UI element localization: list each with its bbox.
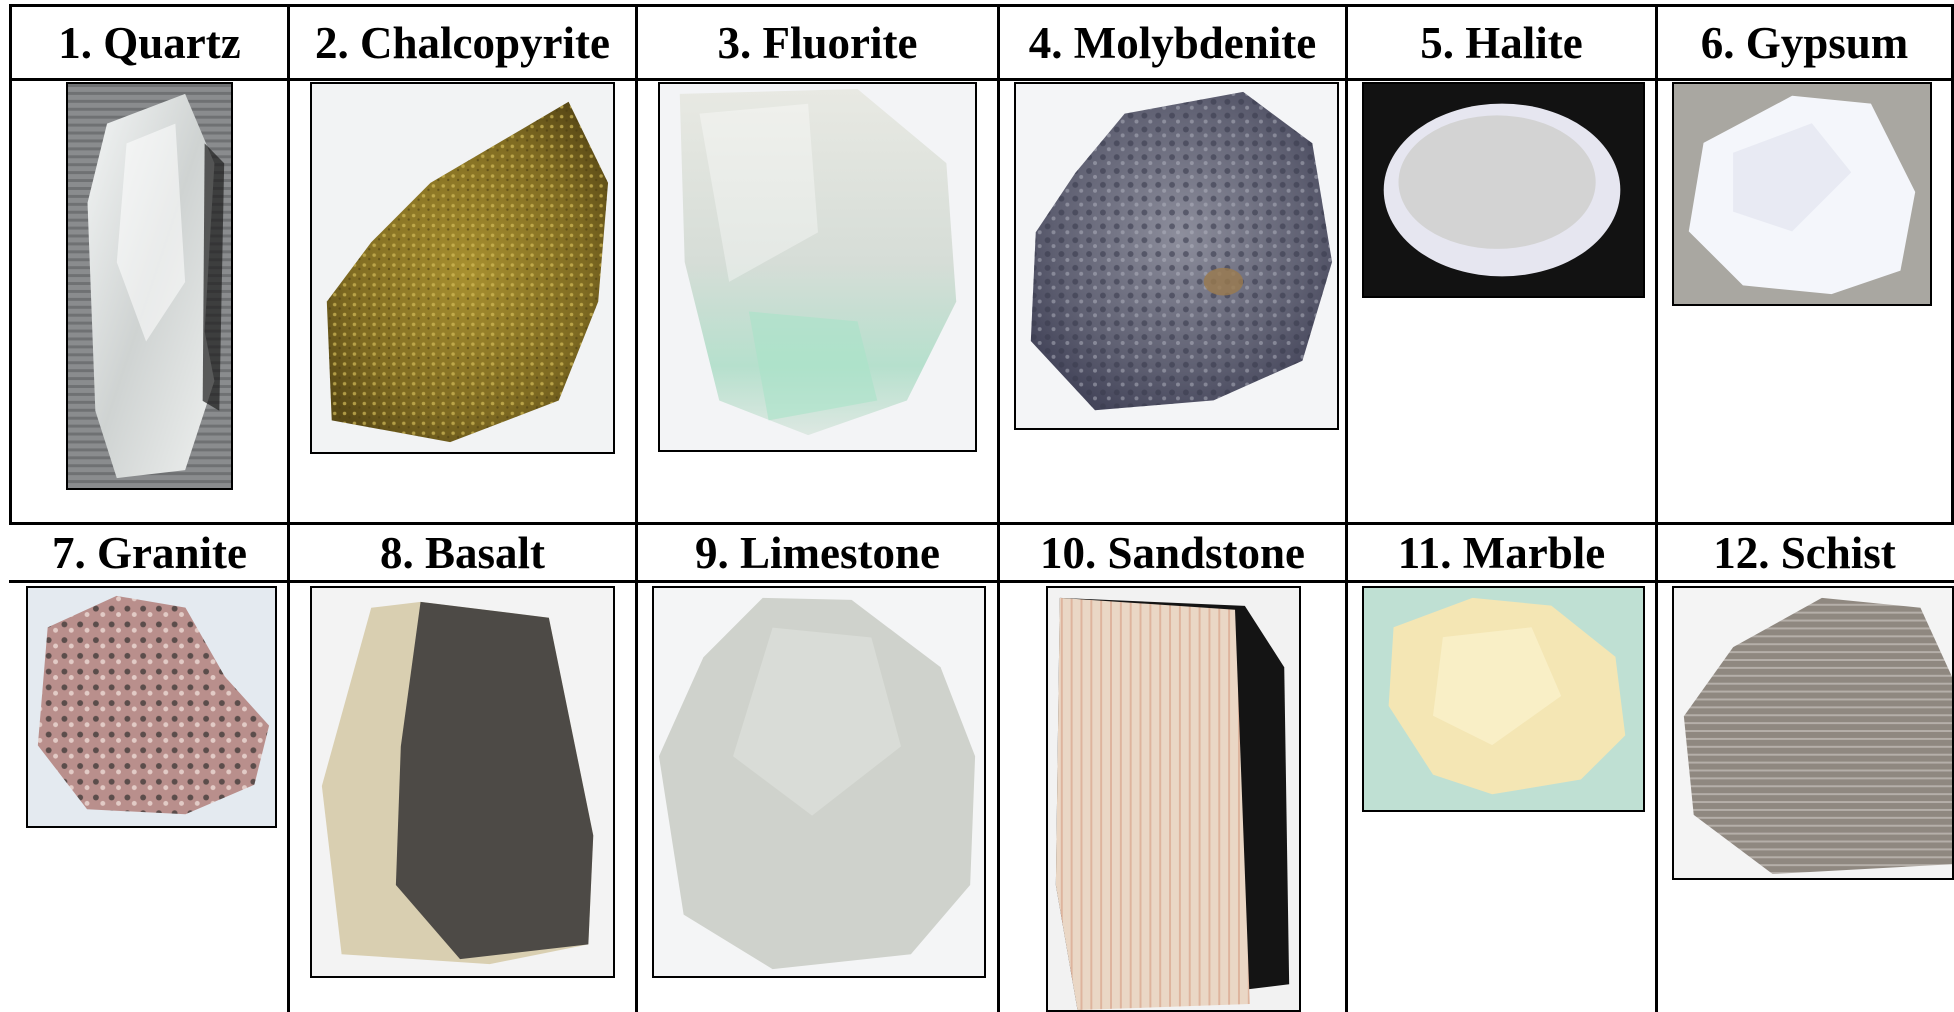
header-granite: 7. Granite (52, 527, 247, 578)
column-line-5 (1655, 4, 1658, 1012)
row1-header-divider (9, 78, 1954, 81)
header-schist: 12. Schist (1713, 527, 1896, 578)
header-molybdenite: 4. Molybdenite (1028, 17, 1317, 68)
column-line-1 (287, 4, 290, 1012)
header-quartz: 1. Quartz (58, 17, 241, 68)
chalcopyrite-photo (310, 82, 615, 454)
header-halite: 5. Halite (1420, 17, 1583, 68)
fluorite-photo (658, 82, 977, 452)
column-line-0 (9, 4, 12, 524)
marble-photo (1362, 586, 1645, 812)
header-chalcopyrite: 2. Chalcopyrite (315, 17, 610, 68)
header-limestone: 9. Limestone (695, 527, 940, 578)
row-divider (9, 522, 1954, 525)
header-fluorite: 3. Fluorite (717, 17, 918, 68)
column-line-2 (635, 4, 638, 1012)
sandstone-photo (1046, 586, 1301, 1012)
table-border-top (9, 4, 1954, 7)
column-line-6 (1951, 4, 1954, 524)
halite-photo (1362, 82, 1645, 298)
header-marble: 11. Marble (1397, 527, 1606, 578)
gypsum-photo (1672, 82, 1932, 306)
granite-photo (26, 586, 277, 828)
row2-header-divider (9, 580, 1954, 583)
schist-photo (1672, 586, 1954, 880)
column-line-3 (997, 4, 1000, 1012)
quartz-photo (66, 82, 233, 490)
header-basalt: 8. Basalt (379, 527, 545, 578)
molybdenite-photo (1014, 82, 1339, 430)
header-sandstone: 10. Sandstone (1039, 527, 1306, 578)
header-gypsum: 6. Gypsum (1700, 17, 1909, 68)
column-line-4 (1345, 4, 1348, 1012)
limestone-photo (652, 586, 986, 978)
basalt-photo (310, 586, 615, 978)
